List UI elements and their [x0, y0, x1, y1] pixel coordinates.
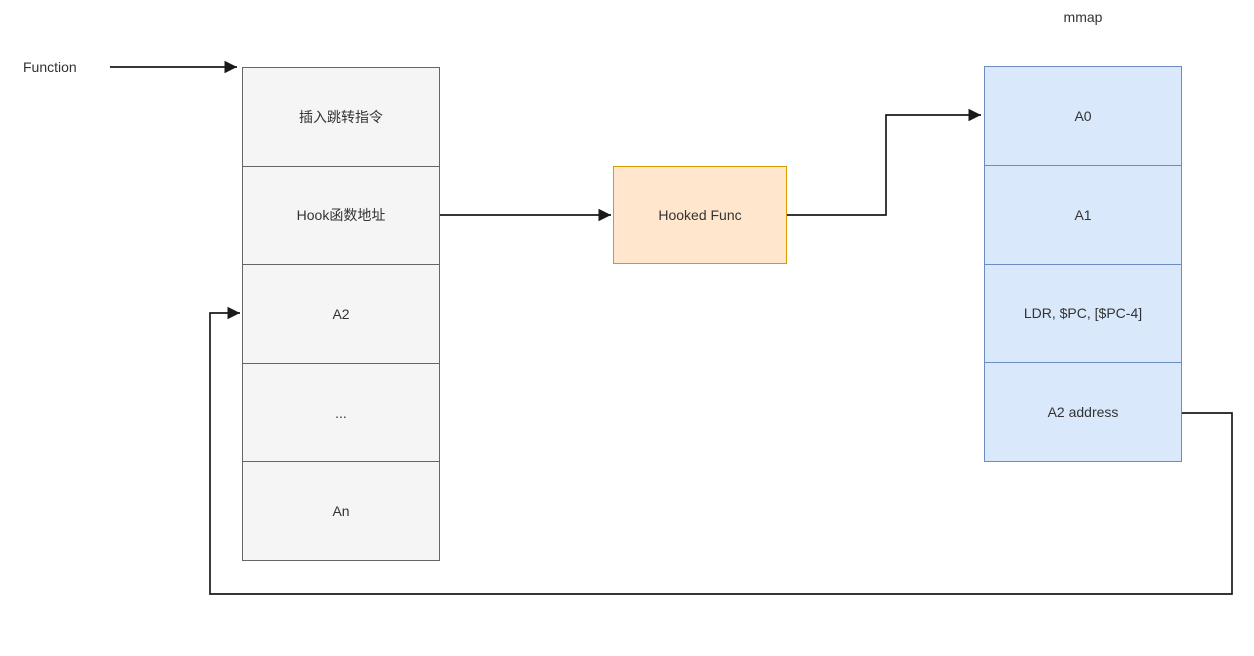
hooked-func-box: Hooked Func: [613, 166, 787, 264]
hookedfunc-to-a0-arrow: [787, 108, 981, 216]
hooked-func-label: Hooked Func: [658, 207, 742, 223]
mmap-stack: A0 A1 LDR, $PC, [$PC-4] A2 address: [984, 66, 1182, 462]
cell-insert-jump-instruction: 插入跳转指令: [299, 108, 383, 125]
cell-a0: A0: [1074, 107, 1092, 124]
cell-ldr-pc-instruction: LDR, $PC, [$PC-4]: [985, 263, 1181, 363]
cell-a1: A1: [985, 164, 1181, 264]
cell-ellipsis: ...: [243, 362, 439, 462]
cell-a2: A2: [243, 264, 439, 363]
mmap-label: mmap: [1063, 9, 1103, 25]
function-stack: 插入跳转指令 Hook函数地址 A2 ... An: [242, 67, 440, 561]
cell-hook-function-address: Hook函数地址: [243, 165, 439, 265]
cell-an: An: [243, 461, 439, 560]
function-label: Function: [23, 59, 77, 75]
cell-a2-address: A2 address: [985, 362, 1181, 461]
